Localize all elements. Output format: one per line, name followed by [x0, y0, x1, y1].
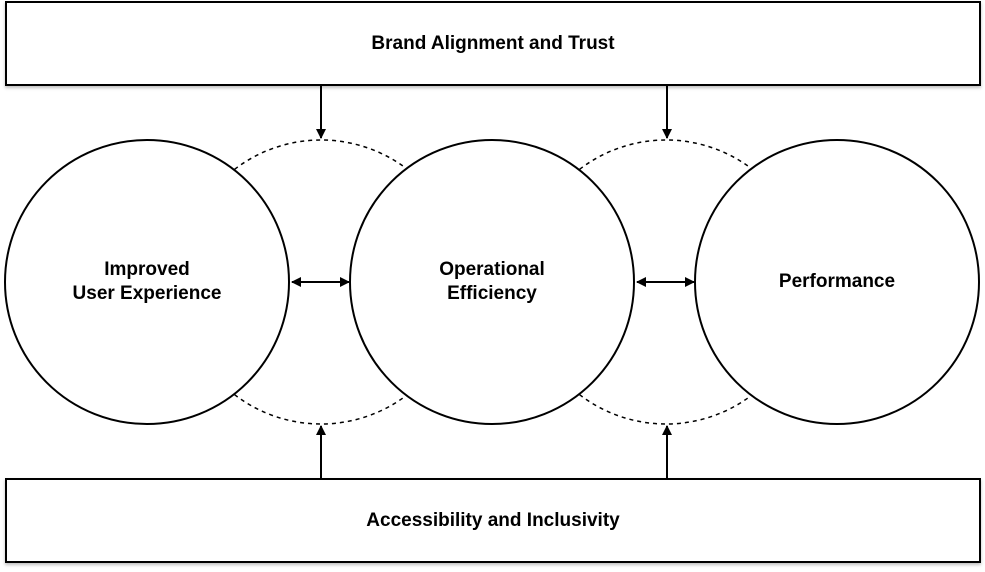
circle-label-operational-efficiency: Operational Efficiency — [372, 258, 612, 306]
circle-label-line: Efficiency — [447, 283, 537, 304]
circle-user-experience — [4, 139, 290, 425]
top-box-label: Brand Alignment and Trust — [371, 32, 615, 54]
top-box: Brand Alignment and Trust — [5, 1, 981, 86]
circle-label-line: Improved — [104, 259, 190, 280]
bottom-box: Accessibility and Inclusivity — [5, 478, 981, 563]
circle-label-user-experience: Improved User Experience — [27, 258, 267, 306]
circle-label-line: Performance — [778, 271, 896, 292]
circle-label-line: Operational — [439, 259, 545, 280]
circle-label-line: User Experience — [72, 283, 222, 304]
circle-label-performance: Performance — [717, 270, 957, 294]
circle-operational-efficiency — [349, 139, 635, 425]
circle-performance — [694, 139, 980, 425]
bottom-box-label: Accessibility and Inclusivity — [366, 509, 620, 531]
